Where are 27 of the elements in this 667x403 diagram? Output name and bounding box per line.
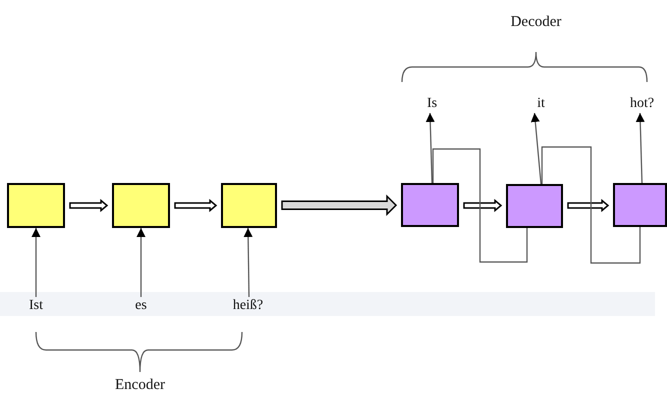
cell-box: [506, 184, 563, 228]
arrow: [32, 228, 40, 297]
block-arrow: [69, 198, 108, 212]
block-arrow: [174, 198, 218, 212]
word-label: heiß?: [232, 299, 264, 313]
group-label: Encoder: [115, 377, 165, 394]
cell-box: [613, 183, 667, 227]
arrow: [636, 112, 645, 184]
block-arrow: [567, 198, 610, 212]
word-label: Ist: [29, 299, 43, 313]
arrow: [136, 228, 146, 297]
word-label: es: [135, 299, 147, 313]
word-label: it: [537, 97, 545, 111]
block-arrow: [281, 194, 398, 216]
cell-box: [221, 183, 277, 228]
cell-box: [112, 183, 170, 228]
word-label: hot?: [630, 97, 654, 111]
word-label: Is: [426, 97, 438, 111]
connector-line: [541, 146, 641, 264]
cell-box: [401, 183, 459, 227]
group-label: Decoder: [510, 14, 562, 31]
connector-line: [432, 148, 528, 263]
arrow: [244, 228, 253, 297]
cell-box: [7, 183, 65, 228]
arrow: [426, 112, 435, 184]
arrow: [530, 112, 542, 184]
block-arrow: [463, 198, 502, 212]
